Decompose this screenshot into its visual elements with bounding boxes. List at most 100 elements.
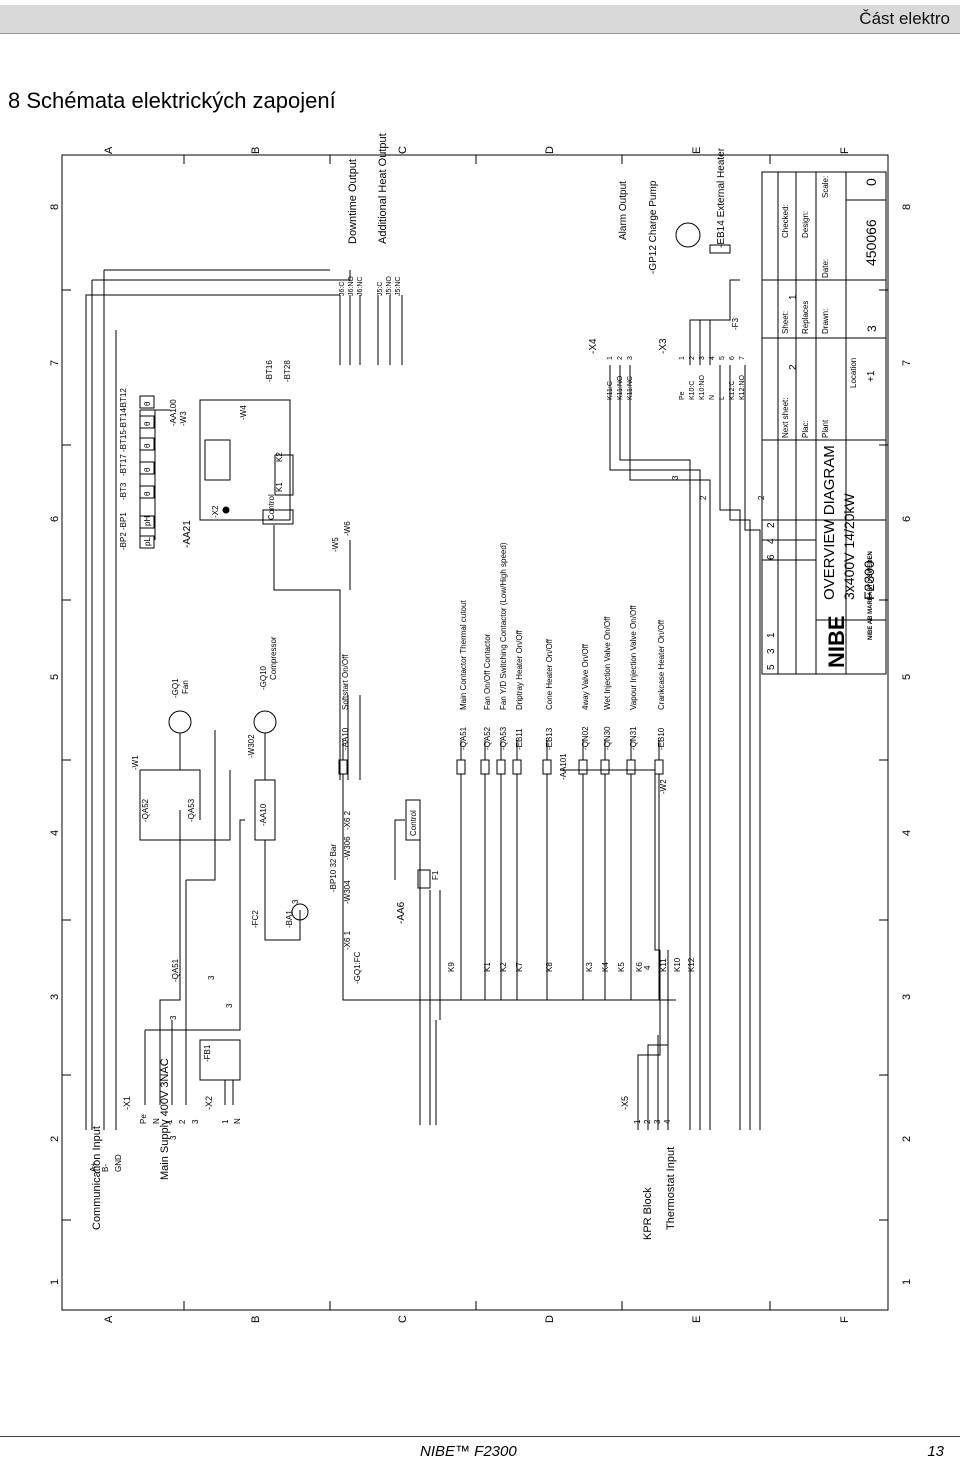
plac-label: Plac:	[801, 420, 810, 438]
drawing-frame	[61, 154, 889, 1311]
revision-sheet: 6	[766, 554, 777, 560]
plant-label: Plant	[821, 419, 830, 438]
relay-coil	[456, 759, 466, 775]
terminal-x1: -X1	[122, 1096, 132, 1110]
function-tag: -QN31	[629, 726, 638, 750]
grid-col-label-right: 1	[901, 1279, 913, 1285]
qa52-power-label: -QA52	[141, 798, 150, 822]
relay-coil	[654, 759, 664, 775]
j5-pin: J5:NC	[395, 277, 402, 296]
function-desc: Cone Heater On/Off	[545, 638, 554, 710]
wire-count: 3	[671, 475, 680, 480]
revision-number: 1	[766, 632, 777, 638]
sensor-label: -BP2	[119, 532, 128, 550]
sensor-symbol: θ	[143, 421, 152, 426]
doc-number: 450066	[863, 219, 879, 266]
x1-pin-Pe: Pe	[139, 1114, 148, 1124]
comm-pin-a: A+	[89, 1162, 98, 1172]
k2-label: K2	[275, 452, 284, 462]
grid-col-label-right: 7	[901, 360, 913, 366]
sensor-symbol: θ	[143, 443, 152, 448]
replaces-label: Replaces	[801, 301, 810, 334]
revision-sheet: 4	[766, 538, 777, 544]
function-desc: Driptray Heater On/Off	[515, 629, 524, 710]
thermostat-input-label: Thermostat Input	[665, 1147, 677, 1230]
fc2-label: -FC2	[251, 910, 260, 928]
sensor-symbol: θ	[143, 467, 152, 472]
gq10-label: -GQ10	[259, 665, 268, 690]
grid-col-label-left: 4	[49, 830, 61, 836]
j6-pin: J6:NO	[348, 276, 355, 296]
bt16-label: -BT16	[265, 360, 274, 382]
aa21-control-label: Control	[267, 494, 276, 520]
w304-label: -W304	[343, 880, 352, 904]
sensor-label: -BT17	[119, 454, 128, 476]
function-desc: Crankcase Heater On/Off	[657, 619, 666, 710]
grid-row-label-top: C	[397, 146, 409, 154]
sensor-label: -BT15	[119, 430, 128, 452]
grid-row-label-bottom: D	[544, 1315, 556, 1323]
j5-pin: J5:NO	[386, 276, 393, 296]
eb14-label: -EB14 External Heater	[716, 147, 727, 248]
terminal-x5: -X5	[620, 1096, 630, 1110]
sensor-symbol: θ	[143, 491, 152, 496]
section-title: Část elektro	[859, 9, 950, 28]
relay-coil	[542, 759, 552, 775]
relay-coil	[338, 759, 348, 775]
page-footer: NIBE™ F2300 13	[0, 1436, 960, 1460]
revision-number: 3	[766, 648, 777, 654]
sensor-symbol: θ	[143, 401, 152, 406]
j6-pin: J6:NC	[357, 277, 364, 296]
downtime-output-label: Downtime Output	[347, 159, 359, 244]
grid-col-label-left: 6	[49, 516, 61, 522]
grid-ticks	[62, 155, 888, 1310]
ba1-label: -BA1	[285, 910, 294, 928]
drawing-title: OVERVIEW DIAGRAM	[821, 445, 838, 600]
checked-label: Checked:	[781, 204, 790, 238]
function-desc: Fan On/Off Contactor	[483, 633, 492, 710]
wire-count: 3	[291, 899, 300, 904]
x3-pin-number: 6	[729, 356, 736, 360]
wire-count: 2	[699, 495, 708, 500]
grid-col-label-right: 8	[901, 204, 913, 210]
scale-label: Scale:	[821, 176, 830, 198]
function-tag: -QN02	[581, 726, 590, 750]
function-tag: -QA53	[499, 726, 508, 750]
x1-pin-3: 3	[191, 1119, 200, 1124]
x2-pin-1: 1	[221, 1119, 230, 1124]
grid-row-label-bottom: C	[397, 1315, 409, 1323]
k1-label: K1	[275, 482, 284, 492]
sensor-box	[139, 395, 155, 409]
grid-row-label-bottom: E	[691, 1316, 703, 1323]
x1-pin-1: 1	[165, 1119, 174, 1124]
x3-pin-label: Pe	[679, 391, 686, 400]
next-sheet-label: Next sheet:	[781, 398, 790, 438]
location-value: +1	[866, 370, 877, 382]
relay-coil	[626, 759, 636, 775]
aa6-label: -AA6	[396, 901, 407, 924]
function-tag: -EB10	[657, 727, 666, 750]
qa53-power-label: -QA53	[187, 798, 196, 822]
x2-pin-N: N	[233, 1118, 242, 1124]
grid-row-label-top: A	[103, 146, 115, 154]
grid-col-label-right: 2	[901, 1136, 913, 1142]
sensor-label: -BT14	[119, 408, 128, 430]
x3-pin-label: K12:C	[729, 381, 736, 400]
grid-row-label-bottom: A	[103, 1315, 115, 1323]
gq1-fan-label: Fan	[181, 680, 190, 694]
page-number: 13	[927, 1443, 944, 1460]
sensor-symbol: pL	[143, 537, 152, 546]
bp10-label: -BP10 32 Bar	[329, 844, 338, 892]
sheet-label: Sheet:	[781, 311, 790, 334]
drawing-subtitle: 3x400V 14/20kW	[841, 493, 857, 600]
w3-label: -W3	[179, 411, 188, 426]
x1-pin-N: N	[152, 1118, 161, 1124]
function-desc: Wet Injection Valve On/Off	[603, 616, 612, 710]
